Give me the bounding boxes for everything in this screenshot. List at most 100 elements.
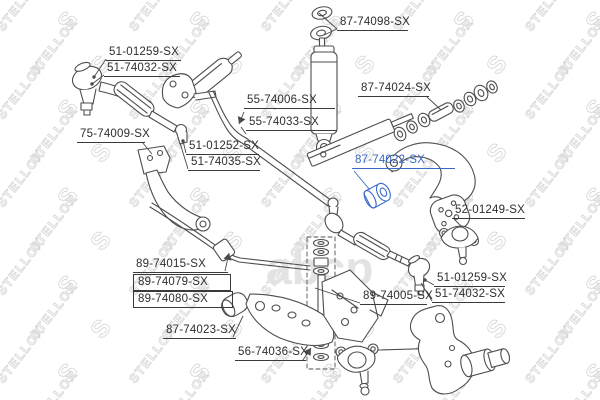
watermark-brand-text: STELLOX	[0, 0, 47, 34]
part-label-89-74015-SX[interactable]: 89-74015-SX	[133, 258, 228, 273]
tie-rod-right	[324, 197, 431, 296]
watermark-logo: S	[184, 182, 215, 211]
watermark-brand-text: STELLOX	[0, 324, 47, 386]
watermark-logo: S	[481, 50, 512, 79]
watermark-logo: S	[349, 50, 380, 79]
lower-control-arm	[221, 292, 335, 347]
leader-arrowhead	[237, 116, 246, 124]
watermark-brand-text: STELLOX	[522, 324, 575, 386]
leader-line	[314, 287, 361, 304]
watermark-logo: S	[85, 226, 116, 255]
watermark-brand-text: STELLOX	[0, 60, 47, 122]
upper-control-arm	[385, 142, 476, 234]
leader-dot	[423, 278, 427, 282]
watermark-logo: S	[481, 314, 512, 343]
watermark-logo: S	[580, 270, 600, 299]
part-label-51-01259-SX[interactable]: 51-01259-SX	[106, 46, 181, 61]
leader-line	[453, 218, 463, 228]
watermark-brand-text: STELLOX	[522, 148, 575, 210]
part-label-51-74032-SX[interactable]: 51-74032-SX	[104, 62, 180, 77]
part-label-87-74098-SX[interactable]: 87-74098-SX	[337, 16, 410, 31]
leader-arrowhead	[223, 253, 232, 261]
leader-line	[318, 12, 338, 30]
watermark-logo: S	[580, 182, 600, 211]
leader-lines	[90, 12, 463, 361]
watermark-brand-text: STELLOX	[159, 368, 212, 400]
leader-dot	[90, 82, 94, 86]
watermark-logo: S	[481, 138, 512, 167]
part-label-89-74080-SX[interactable]: 89-74080-SX	[133, 291, 233, 308]
watermark-brand-text: STELLOX	[555, 280, 600, 342]
part-label-89-74079-SX[interactable]: 89-74079-SX	[133, 274, 231, 291]
watermark-logo: S	[52, 6, 83, 35]
part-label-51-01259-SX[interactable]: 51-01259-SX	[434, 272, 507, 287]
leader-line	[353, 170, 371, 191]
watermark-logo: S	[52, 182, 83, 211]
leader-line	[323, 28, 338, 36]
watermark-brand-text: STELLOX	[27, 280, 80, 342]
watermark-logo: S	[580, 6, 600, 35]
part-label-87-74022-SX[interactable]: 87-74022-SX	[352, 154, 455, 169]
leader-line	[182, 140, 187, 154]
adjusting-sleeve-left	[113, 81, 155, 117]
steering-knuckle	[409, 305, 511, 395]
leader-line	[232, 315, 244, 338]
leader-line	[240, 126, 247, 135]
watermark-brand-text: STELLOX	[27, 368, 80, 400]
watermark-logo: S	[580, 94, 600, 123]
crossmember-bracket	[321, 269, 389, 343]
watermark-brand-text: STELLOX	[0, 148, 47, 210]
watermark-brand-text: STELLOX	[555, 104, 600, 166]
center-link	[208, 90, 333, 207]
part-label-52-01249-SX[interactable]: 52-01249-SX	[452, 204, 525, 219]
watermark-brand-text: STELLOX	[423, 16, 476, 78]
part-label-51-74032-SX[interactable]: 51-74032-SX	[432, 288, 505, 303]
tie-rod-inner-left	[148, 110, 188, 145]
watermark-brand-text: STELLOX	[27, 192, 80, 254]
part-label-87-74023-SX[interactable]: 87-74023-SX	[163, 324, 236, 339]
part-label-51-74035-SX[interactable]: 51-74035-SX	[188, 156, 261, 171]
leader-arrowhead	[303, 348, 311, 356]
part-label-51-01252-SX[interactable]: 51-01252-SX	[186, 140, 259, 155]
watermark-brand-text: STELLOX	[522, 60, 575, 122]
part-label-55-74033-SX[interactable]: 55-74033-SX	[246, 116, 337, 131]
pitman-arm	[137, 145, 211, 232]
watermark-brand-text: STELLOX	[522, 236, 575, 298]
watermark-brand-text: STELLOX	[555, 16, 600, 78]
leader-line	[141, 141, 153, 155]
idler-bracket	[161, 73, 217, 109]
part-label-56-74036-SX[interactable]: 56-74036-SX	[235, 346, 308, 361]
watermark-logo: S	[448, 6, 479, 35]
watermark-logo: S	[52, 94, 83, 123]
watermark-logo: S	[580, 358, 600, 387]
leader-line	[424, 279, 435, 286]
highlighted-bushing[interactable]	[362, 181, 393, 210]
shock-grommets	[310, 6, 333, 41]
watermark-brand-text: STELLOX	[27, 16, 80, 78]
leader-line	[91, 74, 105, 85]
part-label-87-74024-SX[interactable]: 87-74024-SX	[358, 82, 431, 97]
washer-kit	[393, 80, 498, 142]
part-label-75-74009-SX[interactable]: 75-74009-SX	[77, 128, 150, 143]
radius-rod	[306, 113, 414, 167]
part-label-89-74005-SX[interactable]: 89-74005-SX	[360, 290, 433, 305]
watermark-logo: S	[184, 358, 215, 387]
watermark-brand-text: STELLOX	[258, 60, 311, 122]
watermark-brand-text: STELLOX	[258, 0, 311, 34]
watermark-brand-text: STELLOX	[258, 148, 311, 210]
watermark-brand-text: STELLOX	[522, 0, 575, 34]
watermark-logo: S	[52, 270, 83, 299]
leader-line	[420, 282, 433, 302]
leader-line	[425, 95, 442, 111]
leader-dot	[181, 139, 185, 143]
watermark-brand-text: STELLOX	[0, 236, 47, 298]
watermark-logo: S	[184, 6, 215, 35]
watermark-brand-text: STELLOX	[291, 368, 344, 400]
upper-ball-joint	[438, 225, 480, 266]
watermark-logo: S	[85, 314, 116, 343]
part-label-55-74006-SX[interactable]: 55-74006-SX	[244, 94, 335, 109]
leader-line	[179, 142, 189, 170]
